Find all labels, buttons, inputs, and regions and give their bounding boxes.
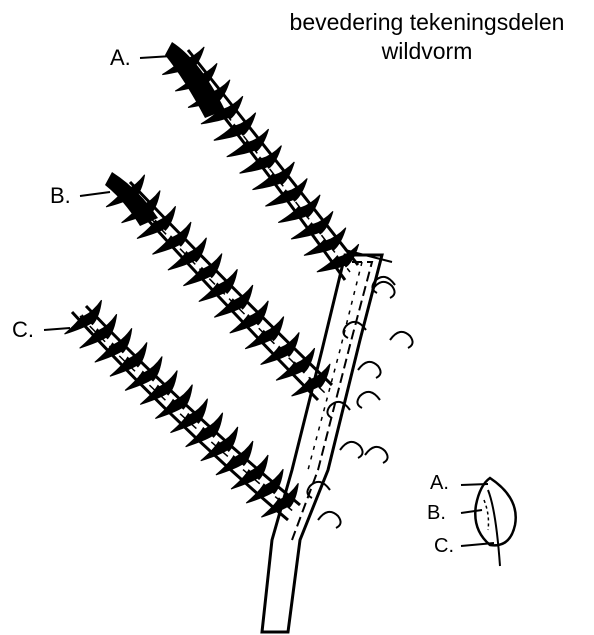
shaft-curl [358, 362, 381, 378]
pointer-b [80, 192, 110, 196]
shaft-curl [390, 332, 413, 348]
pointer-c [44, 328, 70, 330]
seed-label-a: A. [430, 472, 449, 494]
label-b: B. [50, 184, 71, 208]
label-a: A. [110, 46, 131, 70]
feather-shaft [262, 250, 392, 632]
shaft-curl [340, 442, 363, 458]
shaft-curl [357, 392, 380, 408]
seed-sketch [461, 478, 516, 566]
shaft-curl [365, 447, 388, 463]
seed-label-b: B. [427, 502, 446, 524]
seed-pointer-a [461, 484, 488, 485]
label-c: C. [12, 318, 34, 342]
shaft-curl [318, 512, 341, 528]
seed-label-c: C. [434, 535, 454, 557]
